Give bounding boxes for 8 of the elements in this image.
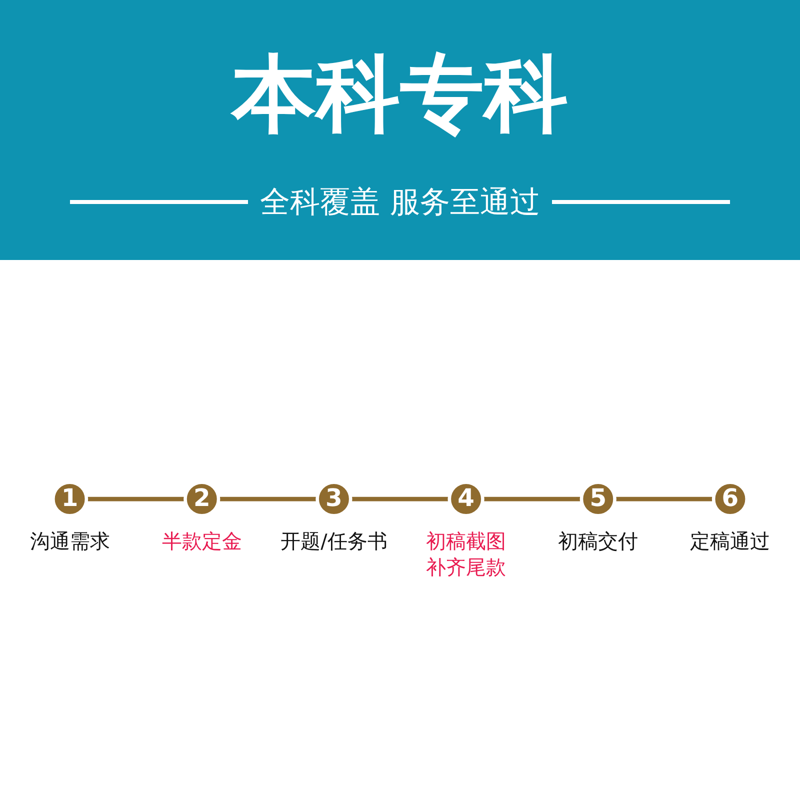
step-label: 初稿截图补齐尾款 [426, 530, 506, 580]
title: 本科专科 [232, 44, 568, 144]
step-label: 开题/任务书 [280, 530, 388, 553]
step-label: 半款定金 [162, 530, 242, 553]
step-label: 初稿交付 [558, 530, 638, 553]
step-label: 沟通需求 [30, 530, 110, 553]
subtitle: 全科覆盖 服务至通过 [259, 184, 541, 222]
step-label: 定稿通过 [690, 530, 770, 553]
